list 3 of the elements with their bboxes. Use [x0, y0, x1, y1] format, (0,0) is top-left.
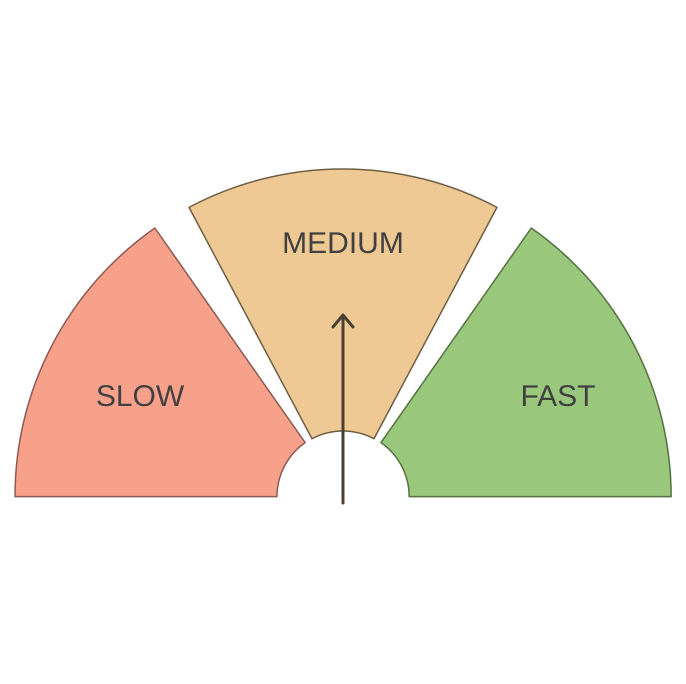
segment-label: MEDIUM: [282, 229, 404, 259]
segment-label: SLOW: [96, 382, 184, 412]
segment-label: FAST: [520, 382, 596, 412]
